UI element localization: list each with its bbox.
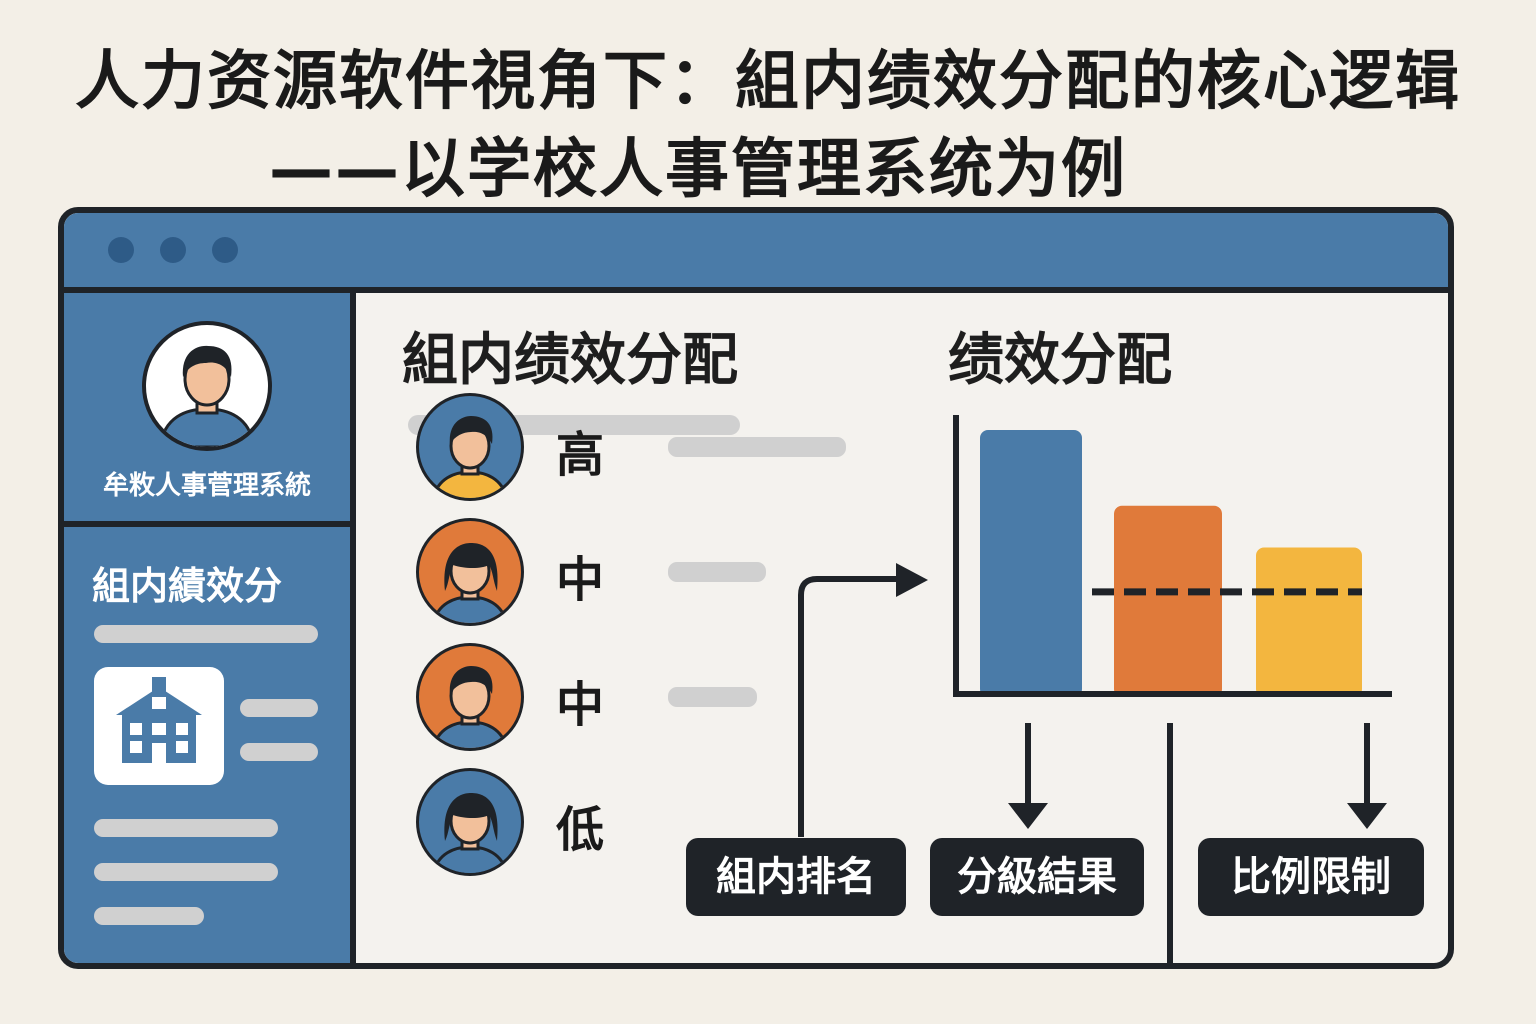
performance-level-label: 中 [556,552,605,608]
performance-level-label: 中 [556,677,605,733]
app-window: 牟敉人事菅理系統 組内績效分 組内绩效分配 绩效分配 [58,207,1454,969]
grading-tag[interactable]: 分級結果 [930,838,1144,916]
system-name-label: 牟敉人事菅理系統 [102,471,311,501]
employee-avatar-icon[interactable] [416,393,524,501]
page-title-line-1: 人力资源软件視角下：組内绩效分配的核心逻辑 [75,45,1461,119]
sidebar: 牟敉人事菅理系統 組内績效分 [64,293,356,963]
placeholder-line [94,625,318,643]
employee-avatar-icon[interactable] [416,518,524,626]
placeholder-line [94,863,278,881]
user-avatar-icon[interactable] [142,321,272,451]
score-bar [668,437,846,457]
placeholder-line [240,743,318,761]
chart-bar[interactable] [1256,547,1362,697]
arrow-right-icon [896,563,928,597]
group-allocation-heading: 組内绩效分配 [402,328,738,393]
arrow-down-icon [1008,803,1048,829]
ranking-tag[interactable]: 組内排名 [686,838,906,916]
arrow-down-icon [1347,803,1387,829]
chart-heading: 绩效分配 [948,328,1172,393]
window-dot[interactable] [160,237,186,263]
score-bar [668,687,757,707]
page-title-line-2: ——以学校人事管理系统为例 [269,133,1127,207]
sidebar-divider [64,521,350,527]
ratio-limit-tag[interactable]: 比例限制 [1198,838,1424,916]
chart-bar[interactable] [980,430,1082,697]
sidebar-section-title: 組内績效分 [92,564,283,608]
placeholder-line [94,907,204,925]
placeholder-line [240,699,318,717]
score-bar [668,562,766,582]
chart-area [798,415,1392,963]
chart-bar[interactable] [1114,505,1222,697]
performance-level-label: 低 [556,802,605,858]
placeholder-line [94,819,278,837]
main-panel: 組内绩效分配 绩效分配 高中中低 組内排名 分級結果 比例限制 [356,293,1448,963]
window-dot[interactable] [212,237,238,263]
window-dot[interactable] [108,237,134,263]
performance-level-label: 高 [556,427,605,483]
window-titlebar [64,213,1448,293]
employee-avatar-icon[interactable] [416,643,524,751]
employee-avatar-icon[interactable] [416,768,524,876]
school-card[interactable] [94,667,224,785]
flow-arrow-line [798,576,896,837]
school-building-icon [116,677,202,763]
